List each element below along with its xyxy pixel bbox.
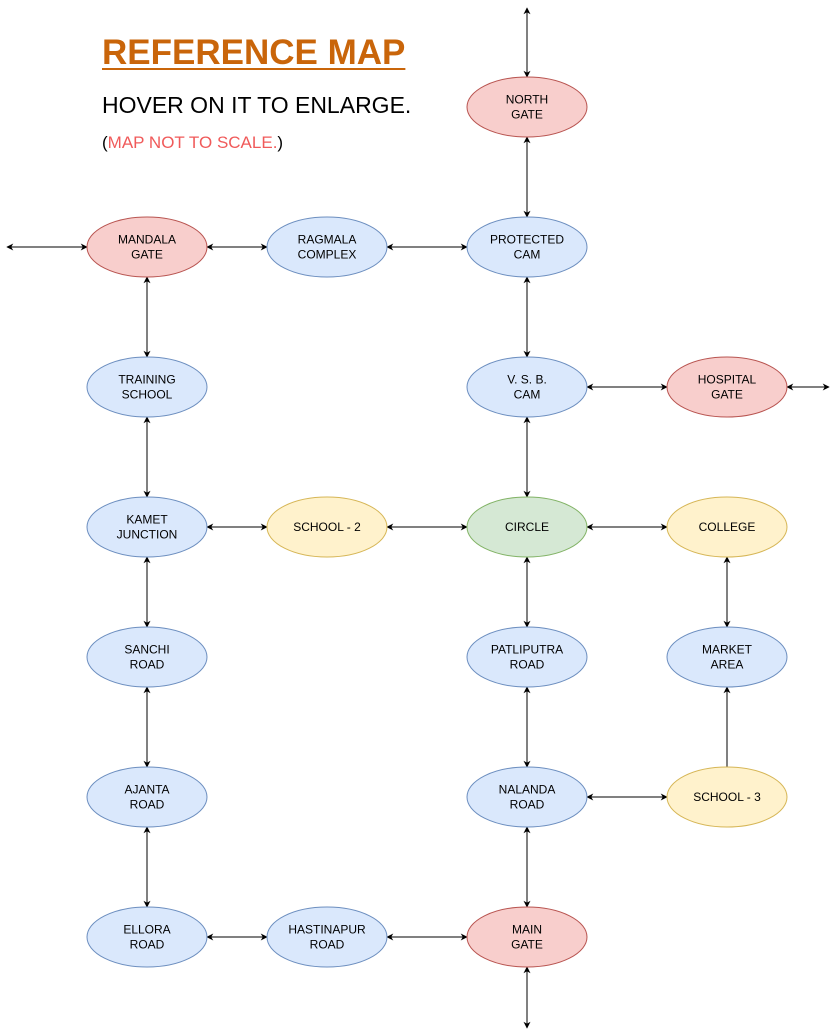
nalanda-road-label-line-2: ROAD (510, 798, 545, 812)
protected-cam-label-line-1: PROTECTED (490, 233, 564, 247)
hastinapur-road-label-line-2: ROAD (310, 938, 345, 952)
ellora-road-label-line-2: ROAD (130, 938, 165, 952)
school-3-label-line-1: SCHOOL - 3 (693, 790, 761, 804)
hospital-gate-label-line-2: GATE (711, 388, 743, 402)
kamet-junction-label-line-1: KAMET (126, 513, 168, 527)
ellora-road-shape (86, 906, 208, 968)
scale-note: (MAP NOT TO SCALE.) (102, 133, 283, 153)
page-title: REFERENCE MAP (102, 33, 406, 72)
training-school-label-line-1: TRAINING (118, 373, 175, 387)
main-gate-label-line-1: MAIN (512, 923, 542, 937)
sanchi-road-label-line-1: SANCHI (124, 643, 169, 657)
hastinapur-road-shape (266, 906, 388, 968)
ajanta-road-label-line-1: AJANTA (124, 783, 169, 797)
ragmala-complex-label-line-1: RAGMALA (298, 233, 357, 247)
patliputra-road-label-line-1: PATLIPUTRA (491, 643, 563, 657)
protected-cam-shape (466, 216, 588, 278)
ajanta-road-shape (86, 766, 208, 828)
sanchi-road-shape (86, 626, 208, 688)
market-area-label-line-2: AREA (711, 658, 744, 672)
vsb-cam-label-line-2: CAM (514, 388, 541, 402)
college-shape (666, 496, 788, 558)
ragmala-complex-label-line-2: COMPLEX (298, 248, 357, 262)
north-gate-label-line-2: GATE (511, 108, 543, 122)
kamet-junction-label-line-2: JUNCTION (117, 528, 178, 542)
school-3-shape (666, 766, 788, 828)
node-school-3[interactable]: SCHOOL - 3 (666, 766, 788, 828)
main-gate-shape (466, 906, 588, 968)
school-2-shape (266, 496, 388, 558)
main-gate-label-line-2: GATE (511, 938, 543, 952)
note-text: MAP NOT TO SCALE. (107, 133, 278, 152)
ragmala-complex-shape (266, 216, 388, 278)
ellora-road-label-line-1: ELLORA (123, 923, 170, 937)
note-close-paren: ) (277, 133, 284, 152)
vsb-cam-label-line-1: V. S. B. (507, 373, 547, 387)
mandala-gate-shape (86, 216, 208, 278)
hospital-gate-label-line-1: HOSPITAL (698, 373, 757, 387)
circle-shape (466, 496, 588, 558)
mandala-gate-label-line-2: GATE (131, 248, 163, 262)
node-school-2[interactable]: SCHOOL - 2 (266, 496, 388, 558)
page-subtitle: HOVER ON IT TO ENLARGE. (102, 92, 412, 118)
patliputra-road-label-line-2: ROAD (510, 658, 545, 672)
market-area-label-line-1: MARKET (702, 643, 753, 657)
nalanda-road-shape (466, 766, 588, 828)
patliputra-road-shape (466, 626, 588, 688)
hospital-gate-shape (666, 356, 788, 418)
sanchi-road-label-line-2: ROAD (130, 658, 165, 672)
ajanta-road-label-line-2: ROAD (130, 798, 165, 812)
protected-cam-label-line-2: CAM (514, 248, 541, 262)
training-school-shape (86, 356, 208, 418)
mandala-gate-label-line-1: MANDALA (118, 233, 176, 247)
north-gate-shape (466, 76, 588, 138)
node-circle[interactable]: CIRCLE (466, 496, 588, 558)
circle-label-line-1: CIRCLE (505, 520, 549, 534)
nalanda-road-label-line-1: NALANDA (499, 783, 556, 797)
vsb-cam-shape (466, 356, 588, 418)
market-area-shape (666, 626, 788, 688)
connections (6, 7, 830, 1029)
college-label-line-1: COLLEGE (699, 520, 756, 534)
locations: NORTHGATEMANDALAGATERAGMALACOMPLEXPROTEC… (86, 76, 788, 968)
hastinapur-road-label-line-1: HASTINAPUR (288, 923, 366, 937)
training-school-label-line-2: SCHOOL (122, 388, 173, 402)
node-college[interactable]: COLLEGE (666, 496, 788, 558)
note-open-paren: ( (102, 133, 108, 152)
school-2-label-line-1: SCHOOL - 2 (293, 520, 361, 534)
node-vsb-cam[interactable]: V. S. B.CAM (466, 356, 588, 418)
kamet-junction-shape (86, 496, 208, 558)
north-gate-label-line-1: NORTH (506, 93, 548, 107)
